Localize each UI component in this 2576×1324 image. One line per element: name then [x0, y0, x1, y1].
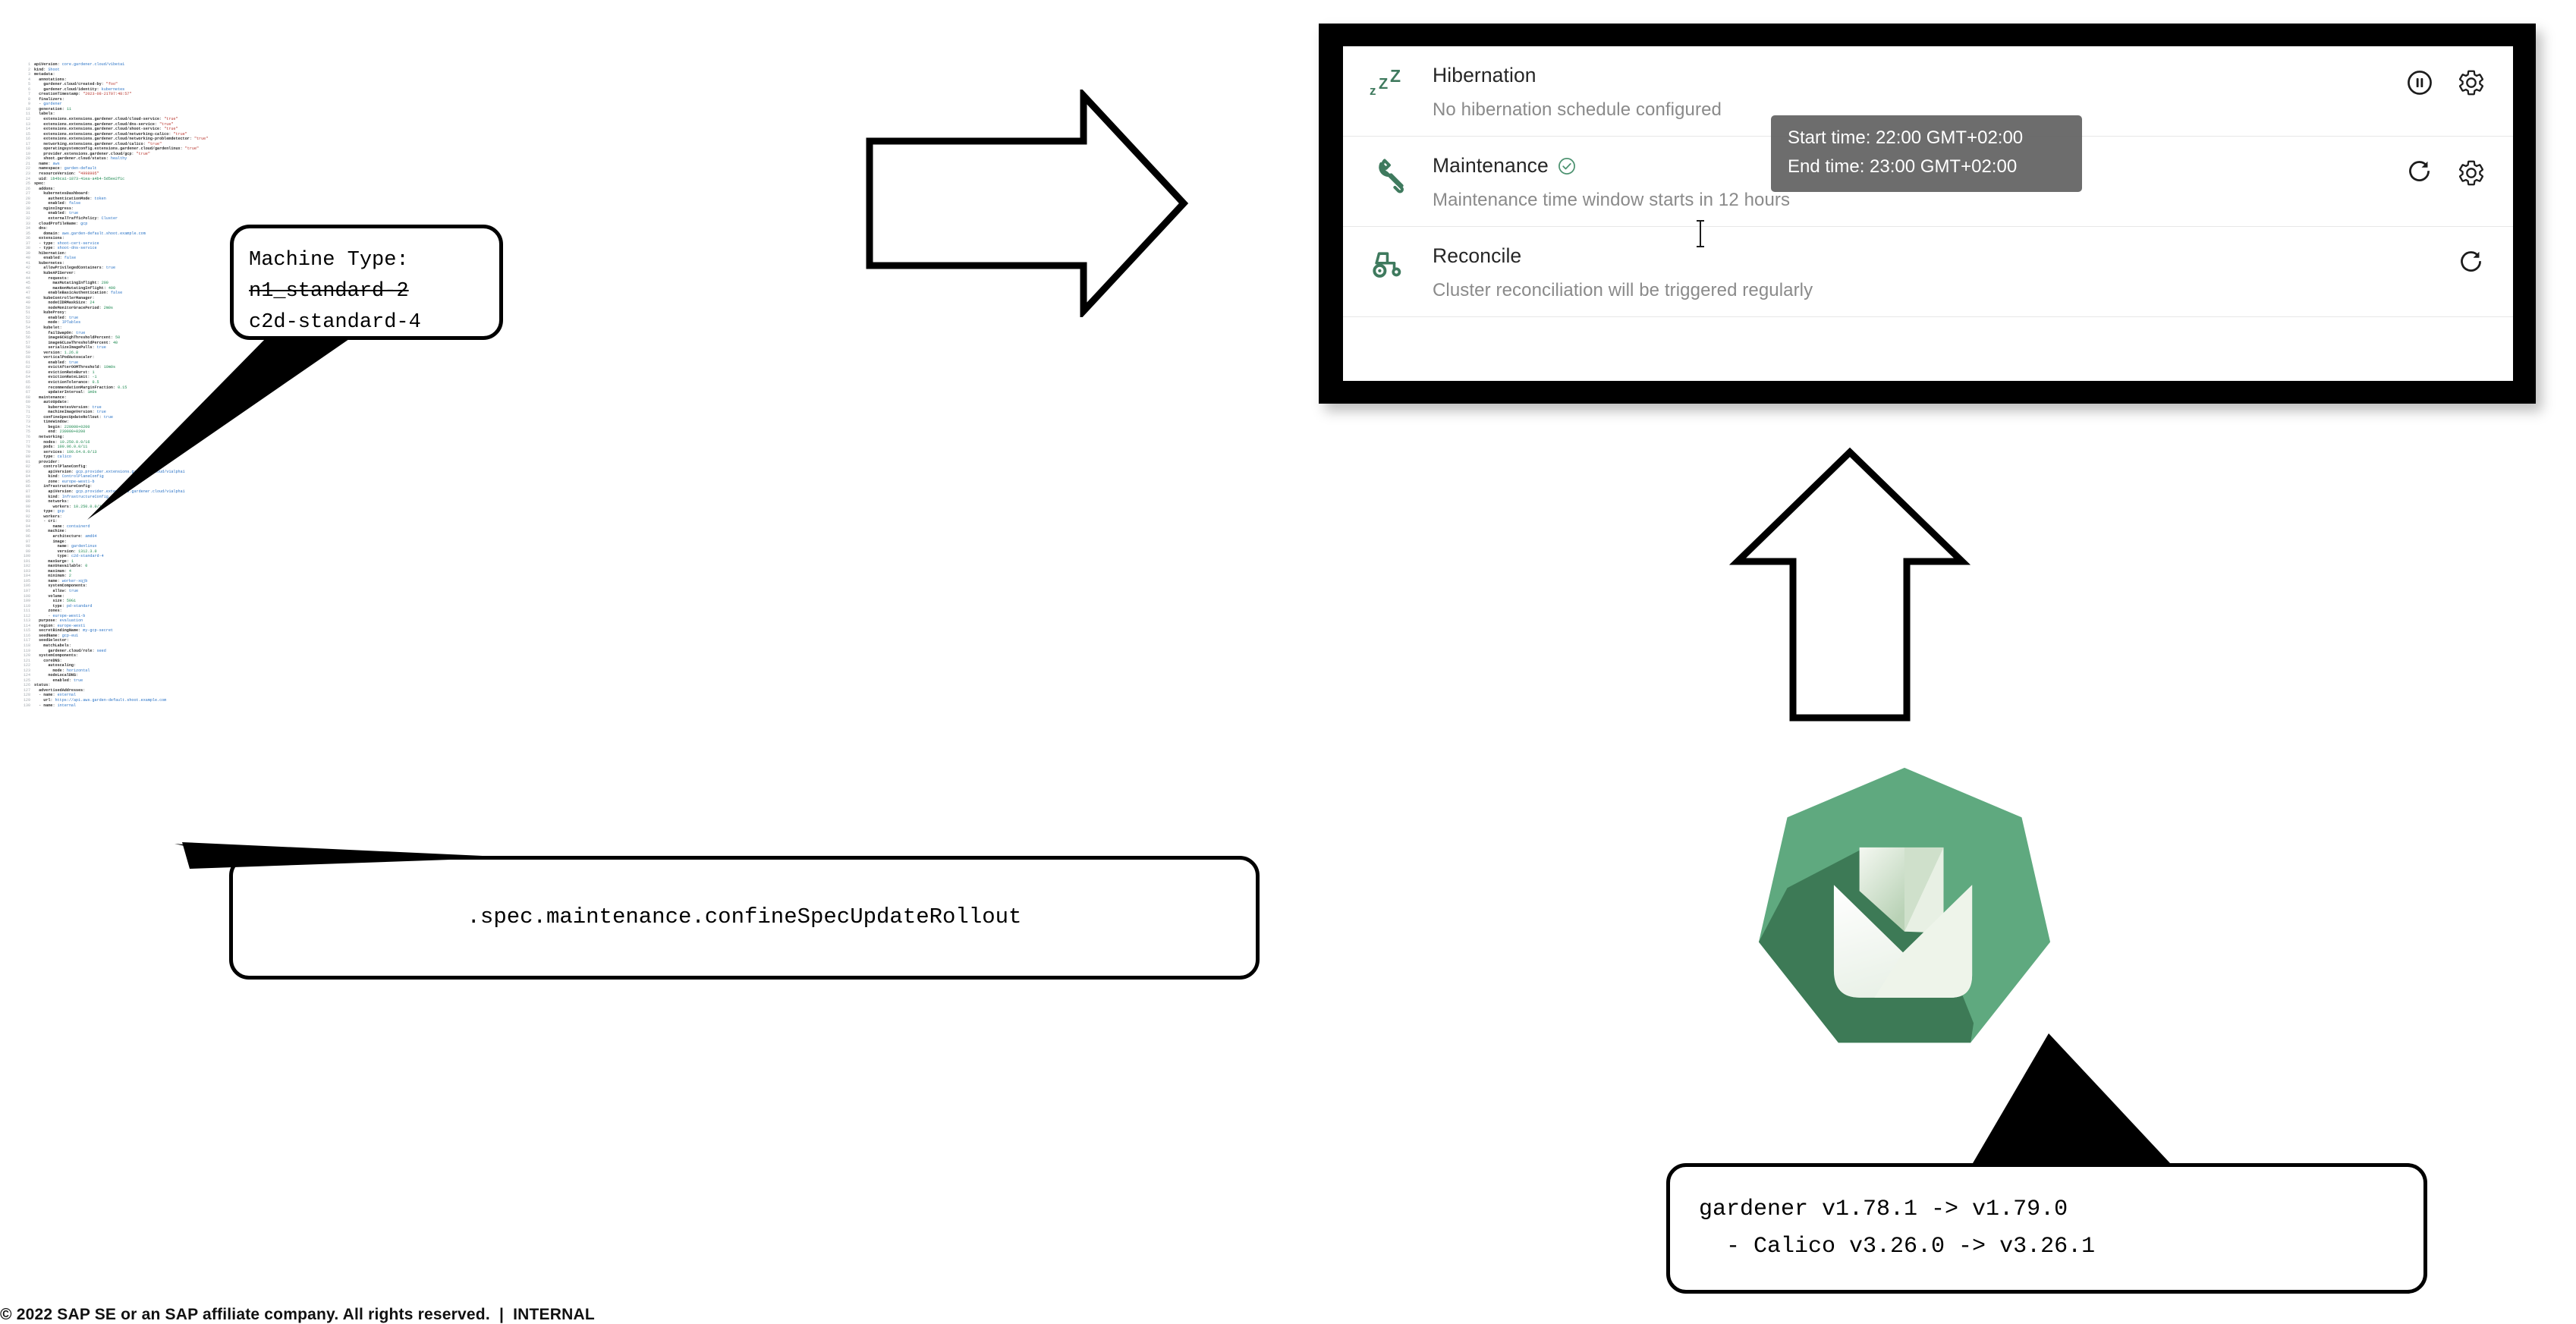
row-title-hibernation: Hibernation	[1433, 64, 2405, 87]
maintenance-time-window-tooltip: Start time: 22:00 GMT+02:00 End time: 23…	[1771, 115, 2082, 192]
callout-spec-path-text: .spec.maintenance.confineSpecUpdateRollo…	[467, 904, 1022, 930]
reconcile-subtitle: Cluster reconciliation will be triggered…	[1433, 280, 1813, 300]
slide-footer: © 2022 SAP SE or an SAP affiliate compan…	[0, 1306, 595, 1323]
gear-icon[interactable]	[2457, 68, 2486, 97]
svg-text:z: z	[1370, 83, 1376, 98]
row-actions-hibernation	[2405, 62, 2513, 97]
transformation-arrow-right	[866, 90, 1189, 317]
check-circle-icon	[1558, 157, 1575, 175]
callout-spec-path: .spec.maintenance.confineSpecUpdateRollo…	[229, 856, 1260, 980]
maintenance-subtitle: Maintenance time window starts in 12 hou…	[1433, 190, 1791, 210]
row-actions-reconcile	[2405, 243, 2513, 278]
refresh-icon[interactable]	[2405, 159, 2434, 187]
row-text-hibernation: Hibernation No hibernation schedule conf…	[1433, 62, 2405, 121]
action-spacer	[2405, 249, 2434, 278]
hibernation-subtitle: No hibernation schedule configured	[1433, 99, 1722, 120]
transformation-arrow-up	[1728, 447, 1971, 722]
tractor-icon	[1343, 243, 1433, 279]
callout-versions: gardener v1.78.1 -> v1.79.0 - Calico v3.…	[1666, 1163, 2427, 1294]
row-text-maintenance: Maintenance Maintenance time window star…	[1433, 153, 2405, 211]
row-title-reconcile: Reconcile	[1433, 244, 2405, 268]
text-cursor-ibeam	[1697, 220, 1704, 247]
svg-text:Z: Z	[1379, 76, 1388, 93]
refresh-icon[interactable]	[2457, 249, 2486, 278]
reconcile-title-label: Reconcile	[1433, 244, 1522, 267]
shoot-details-screenshot-frame: z Z Z Hibernation No hibernation schedul…	[1319, 24, 2536, 404]
svg-text:Z: Z	[1390, 68, 1401, 86]
callout-machine-type-new: c2d-standard-4	[249, 311, 421, 335]
callout-versions-line2: - Calico v3.26.0 -> v3.26.1	[1699, 1234, 2096, 1260]
card-row-reconcile[interactable]: Reconcile Cluster reconciliation will be…	[1343, 227, 2513, 317]
pause-circle-icon[interactable]	[2405, 68, 2434, 97]
row-actions-maintenance	[2405, 153, 2513, 187]
gear-icon[interactable]	[2457, 159, 2486, 187]
card-row-hibernation[interactable]: z Z Z Hibernation No hibernation schedul…	[1343, 46, 2513, 137]
row-title-maintenance: Maintenance	[1433, 154, 2405, 178]
tooltip-end-time: End time: 23:00 GMT+02:00	[1788, 156, 2018, 177]
sleep-zzz-icon: z Z Z	[1343, 62, 1433, 100]
callout-machine-type-old: n1_standard-2	[249, 280, 409, 303]
gardener-logo	[1758, 767, 2051, 1043]
callout-machine-type-title: Machine Type:	[249, 249, 409, 272]
callout-versions-line1: gardener v1.78.1 -> v1.79.0	[1699, 1197, 2068, 1223]
shoot-details-card: z Z Z Hibernation No hibernation schedul…	[1343, 46, 2513, 381]
card-row-maintenance[interactable]: Maintenance Maintenance time window star…	[1343, 137, 2513, 227]
row-text-reconcile: Reconcile Cluster reconciliation will be…	[1433, 243, 2405, 301]
callout-machine-type: Machine Type: n1_standard-2 c2d-standard…	[230, 225, 503, 340]
wrench-icon	[1343, 153, 1433, 193]
maintenance-title-label: Maintenance	[1433, 154, 1549, 177]
tooltip-start-time: Start time: 22:00 GMT+02:00	[1788, 127, 2024, 148]
hibernation-title-label: Hibernation	[1433, 64, 1536, 86]
